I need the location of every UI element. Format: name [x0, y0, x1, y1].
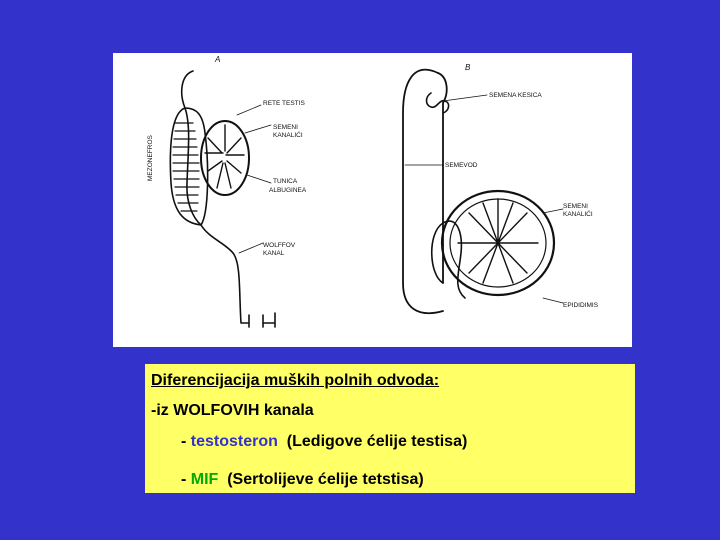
panel-a-label: A — [214, 55, 220, 64]
mif-dash: - — [181, 471, 191, 488]
leaders-b — [405, 95, 563, 303]
label-semeni-b-1: SEMENI — [563, 203, 588, 210]
testosteron-line: - testosteron (Ledigove ćelije testisa) — [181, 433, 467, 451]
label-wolffov-1: WOLFFOV — [263, 242, 296, 249]
panel-b-label: B — [465, 63, 471, 72]
wolff-main: WOLFOVIH kanala — [173, 402, 313, 419]
wolff-prefix: -iz — [151, 402, 173, 419]
label-wolffov-2: KANAL — [263, 250, 285, 257]
anatomy-diagram: A B RETE TESTIS SEMENI KANALIĆI TUNICA A… — [113, 53, 632, 347]
testosteron-word: testosteron — [191, 433, 278, 450]
label-semena-kesica: SEMENA KESICA — [489, 92, 542, 99]
mif-rest: (Sertolijeve ćelije tetstisa) — [218, 471, 423, 488]
label-rete-testis: RETE TESTIS — [263, 100, 305, 107]
testo-rest: (Ledigove ćelije testisa) — [278, 433, 467, 450]
label-semevod: SEMEVOD — [445, 162, 478, 169]
label-tunica-1: TUNICA — [273, 178, 298, 185]
anatomy-figure: A B RETE TESTIS SEMENI KANALIĆI TUNICA A… — [113, 53, 632, 347]
label-semeni-a-2: KANALIĆI — [273, 130, 303, 139]
testo-dash: - — [181, 433, 191, 450]
duct-a-upper — [182, 71, 201, 225]
epididymis — [432, 221, 465, 298]
tubules-b — [458, 199, 538, 283]
mif-line: - MIF (Sertolijeve ćelije tetstisa) — [181, 471, 424, 489]
tubules-a — [205, 125, 244, 188]
description-box: Diferencijacija muških polnih odvoda: -i… — [145, 364, 635, 493]
label-mezonefros: MEZONEFROS — [147, 134, 154, 181]
heading: Diferencijacija muških polnih odvoda: — [151, 372, 439, 390]
label-epididimis: EPIDIDIMIS — [563, 302, 599, 309]
mif-word: MIF — [191, 471, 219, 488]
label-semeni-a-1: SEMENI — [273, 124, 298, 131]
label-tunica-2: ALBUGINEA — [269, 187, 307, 194]
mesonephric-tubules — [173, 123, 199, 211]
wolffian-duct — [201, 225, 275, 327]
label-semeni-b-2: KANALIĆI — [563, 209, 593, 218]
leaders-a — [237, 105, 271, 253]
wolff-line: -iz WOLFOVIH kanala — [151, 402, 314, 420]
